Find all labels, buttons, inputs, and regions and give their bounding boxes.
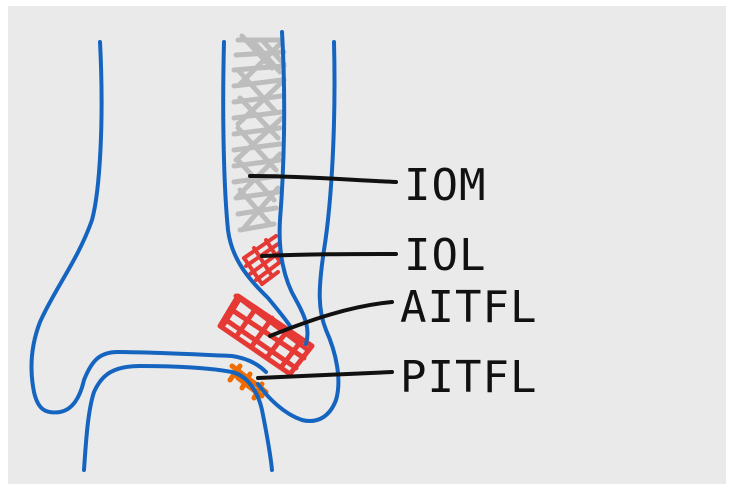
label-pitfl: PITFL: [400, 352, 537, 403]
bone-outlines: [32, 32, 339, 470]
tibia-outline: [32, 42, 266, 412]
interosseous-membrane: [234, 36, 284, 230]
label-aitfl: AITFL: [400, 282, 537, 333]
fibula-outline: [280, 32, 308, 344]
label-iol: IOL: [404, 230, 486, 281]
label-iom: IOM: [404, 160, 486, 211]
aitfl-leader-line: [270, 302, 392, 336]
pitfl-leader-line: [258, 372, 392, 378]
iol-leader-line: [262, 254, 396, 256]
